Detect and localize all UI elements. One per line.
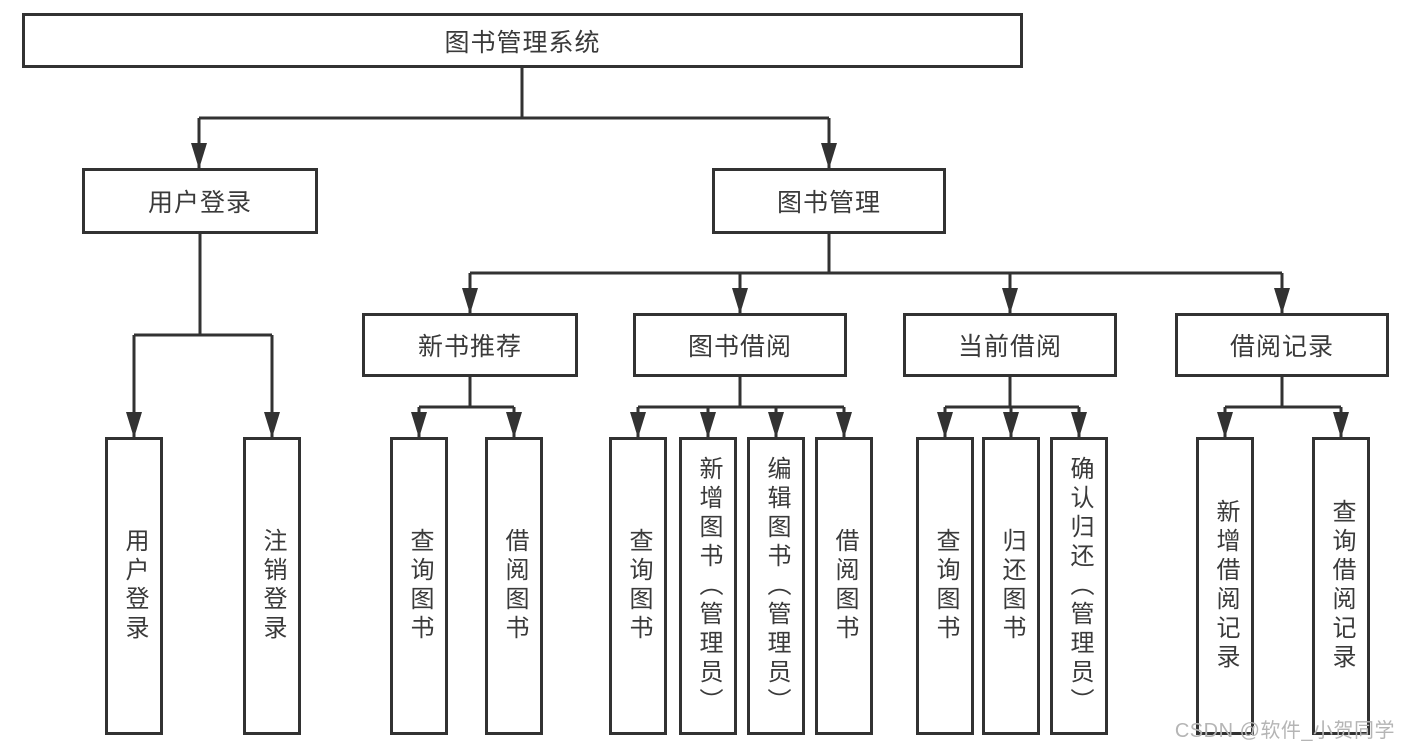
node-root-system: 图书管理系统: [22, 13, 1023, 68]
node-user-login-branch: 用户登录: [82, 168, 318, 234]
leaf-user-login: 用户登录: [105, 437, 163, 735]
leaf-bb-borrow-books: 借阅图书: [815, 437, 873, 735]
node-new-book-recommend: 新书推荐: [362, 313, 578, 377]
connector-book-borrow-children: [630, 377, 852, 438]
node-book-management-branch: 图书管理: [712, 168, 946, 234]
node-book-borrowing: 图书借阅: [633, 313, 847, 377]
connector-user-login-children: [126, 234, 280, 438]
connector-book-mgmt-to-level2: [462, 234, 1290, 314]
connector-current-borrow-children: [937, 377, 1087, 438]
leaf-cb-return-books: 归还图书: [982, 437, 1040, 735]
node-current-borrowing: 当前借阅: [903, 313, 1117, 377]
leaf-nb-borrow-books: 借阅图书: [485, 437, 543, 735]
leaf-br-add-record: 新增借阅记录: [1196, 437, 1254, 735]
node-borrowing-records: 借阅记录: [1175, 313, 1389, 377]
leaf-bb-add-books-admin: 新增图书（管理员）: [679, 437, 737, 735]
connector-new-books-children: [411, 377, 522, 438]
leaf-br-query-record: 查询借阅记录: [1312, 437, 1370, 735]
leaf-bb-edit-books-admin: 编辑图书（管理员）: [747, 437, 805, 735]
leaf-logout: 注销登录: [243, 437, 301, 735]
leaf-bb-query-books: 查询图书: [609, 437, 667, 735]
leaf-nb-query-books: 查询图书: [390, 437, 448, 735]
connector-borrow-records-children: [1217, 377, 1349, 438]
csdn-watermark: CSDN @软件_小贺同学: [1174, 720, 1395, 742]
connector-root-to-level1: [191, 68, 837, 169]
leaf-cb-query-books: 查询图书: [916, 437, 974, 735]
leaf-cb-confirm-return-admin: 确认归还（管理员）: [1050, 437, 1108, 735]
